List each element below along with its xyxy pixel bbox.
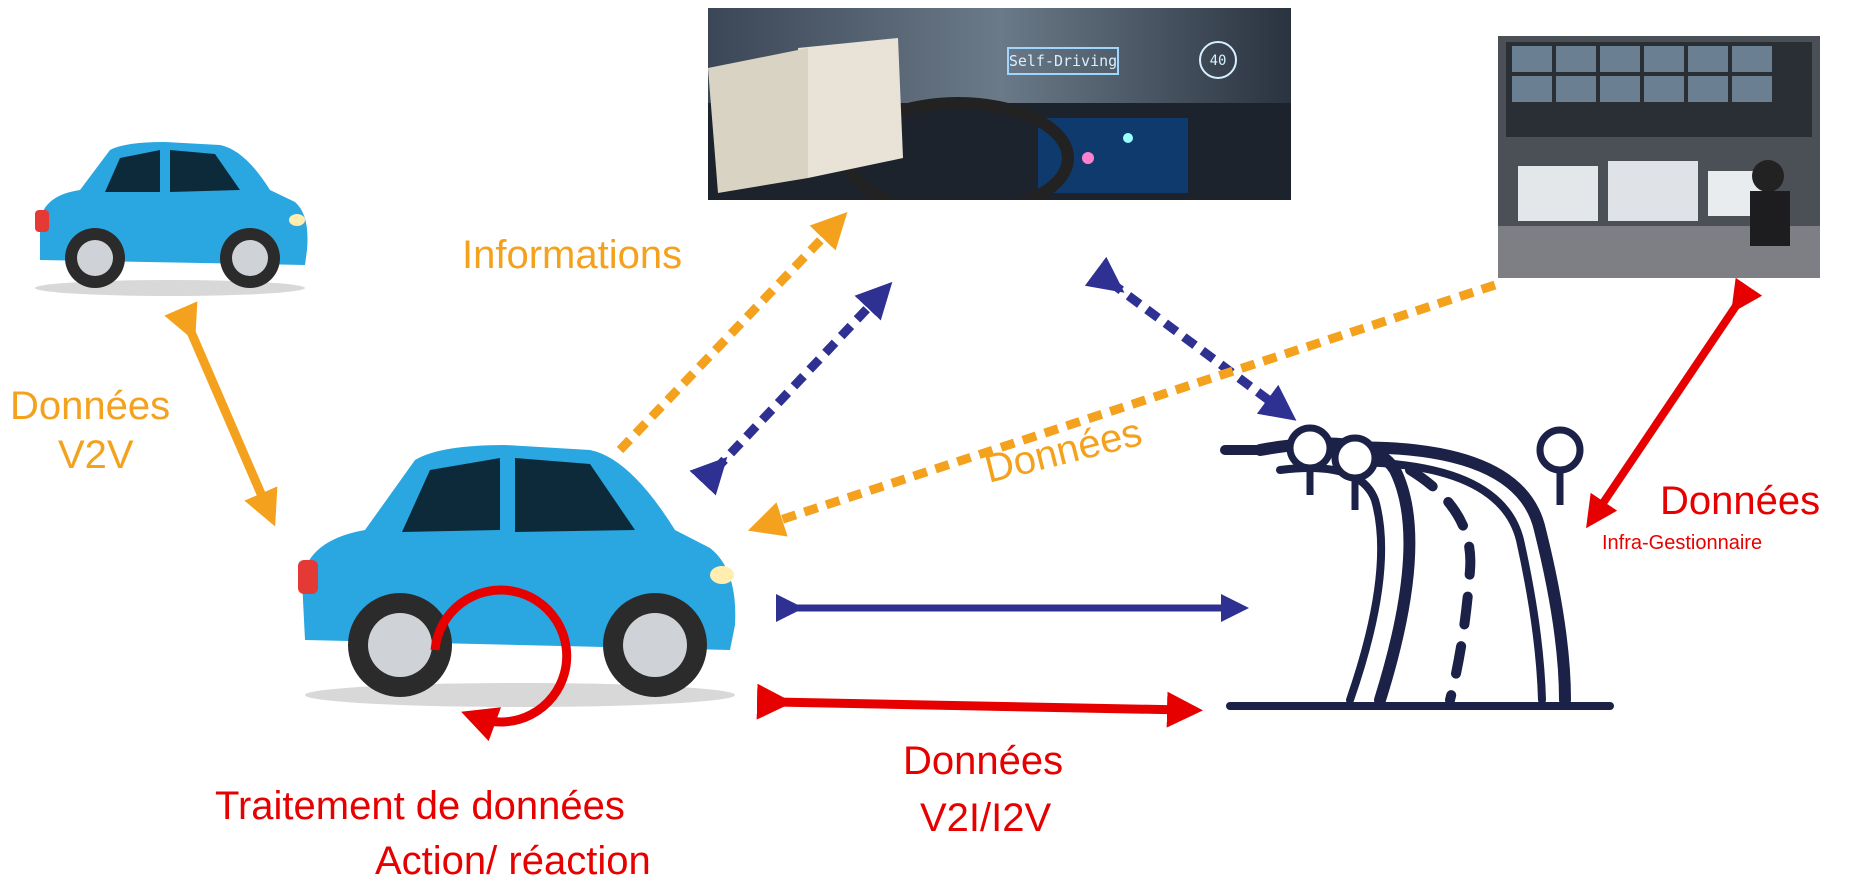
donnees-infra-label-line2: Infra-Gestionnaire: [1602, 532, 1763, 554]
traitement-label-line1: Traitement de données: [215, 784, 625, 828]
informations-arrow: [616, 211, 848, 454]
v2v-arrow: [164, 301, 278, 527]
processing-cycle-arrow: [430, 585, 572, 742]
self-driving-screen-text: Self-Driving: [1009, 52, 1117, 70]
donnees-v2i-label-line2: V2I/I2V: [920, 796, 1052, 840]
control-room-photo: [1498, 36, 1820, 278]
svg-text:40: 40: [1210, 53, 1227, 69]
photo-road-navy-arrow: [1084, 256, 1297, 421]
informations-label: Informations: [462, 233, 683, 277]
car-photo-navy-arrow: [689, 281, 893, 496]
donnees-v2v-label-line1: Données: [10, 384, 171, 428]
donnees-orange-arrow: [747, 280, 1497, 537]
main-car-icon: [290, 440, 750, 710]
self-driving-photo: Self-Driving 40: [708, 8, 1291, 200]
small-car-icon: [25, 140, 315, 300]
road-icon: [1220, 400, 1620, 715]
v2i-red-arrow: [756, 683, 1203, 728]
donnees-infra-label-line1: Données: [1660, 479, 1821, 523]
donnees-v2i-label-line1: Données: [903, 739, 1064, 783]
traitement-label-line2: Action/ réaction: [375, 839, 651, 883]
infra-red-arrow: [1586, 277, 1763, 529]
donnees-v2v-label-line2: V2V: [58, 433, 134, 477]
